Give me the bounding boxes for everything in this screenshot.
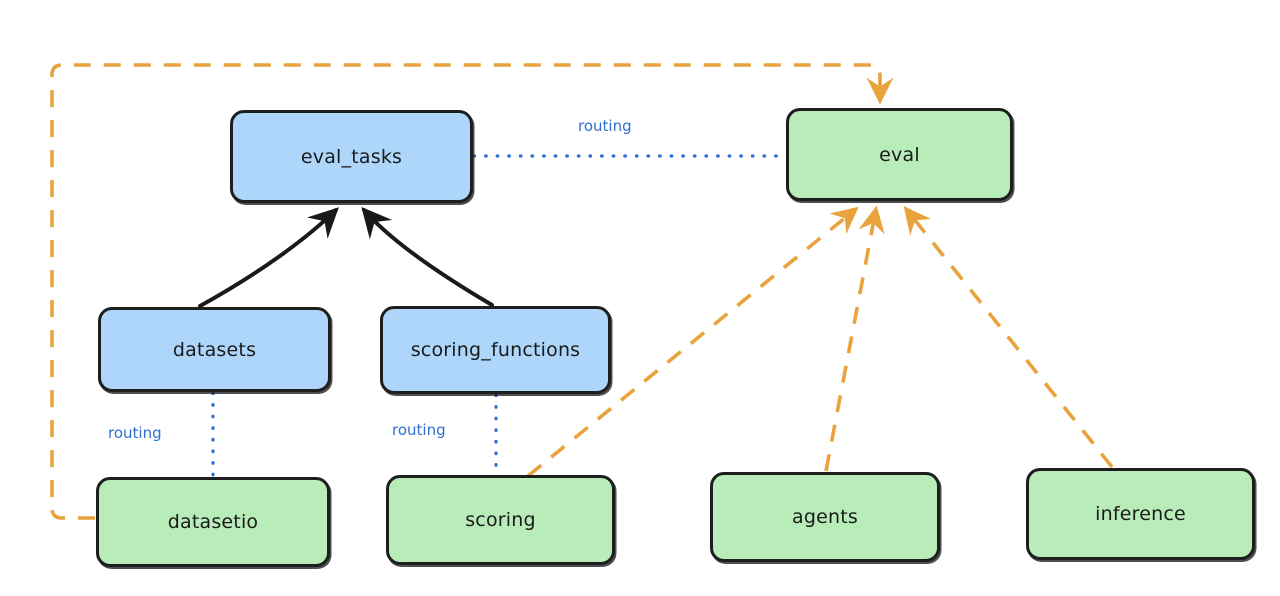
- node-agents[interactable]: agents: [710, 472, 940, 562]
- edge-scoring-to-eval: [526, 206, 859, 478]
- node-label: inference: [1095, 503, 1186, 525]
- node-scoring[interactable]: scoring: [386, 475, 615, 565]
- node-inference[interactable]: inference: [1026, 468, 1255, 560]
- edge-scoring-functions-to-eval-tasks: [361, 206, 494, 307]
- node-label: eval: [879, 143, 920, 166]
- node-label: agents: [792, 506, 858, 528]
- edge-agents-to-eval: [824, 205, 885, 472]
- node-label: scoring_functions: [410, 339, 581, 361]
- node-datasetio[interactable]: datasetio: [96, 477, 330, 567]
- edge-label-routing-datasets-datasetio: routing: [108, 424, 162, 442]
- node-label: datasetio: [167, 511, 259, 533]
- edge-label-routing-eval-tasks-eval: routing: [578, 117, 632, 135]
- node-label: datasets: [172, 338, 257, 361]
- node-eval[interactable]: eval: [786, 108, 1013, 201]
- edge-datasetio-to-eval: [50, 63, 894, 520]
- node-eval-tasks[interactable]: eval_tasks: [230, 110, 473, 203]
- node-scoring-functions[interactable]: scoring_functions: [380, 306, 611, 394]
- edge-inference-to-eval: [903, 206, 1114, 469]
- node-label: scoring: [465, 509, 536, 531]
- edge-label-routing-scoring-functions-scoring: routing: [392, 421, 446, 439]
- node-datasets[interactable]: datasets: [98, 307, 331, 392]
- edge-datasets-to-eval-tasks: [198, 207, 339, 308]
- node-label: eval_tasks: [300, 145, 403, 168]
